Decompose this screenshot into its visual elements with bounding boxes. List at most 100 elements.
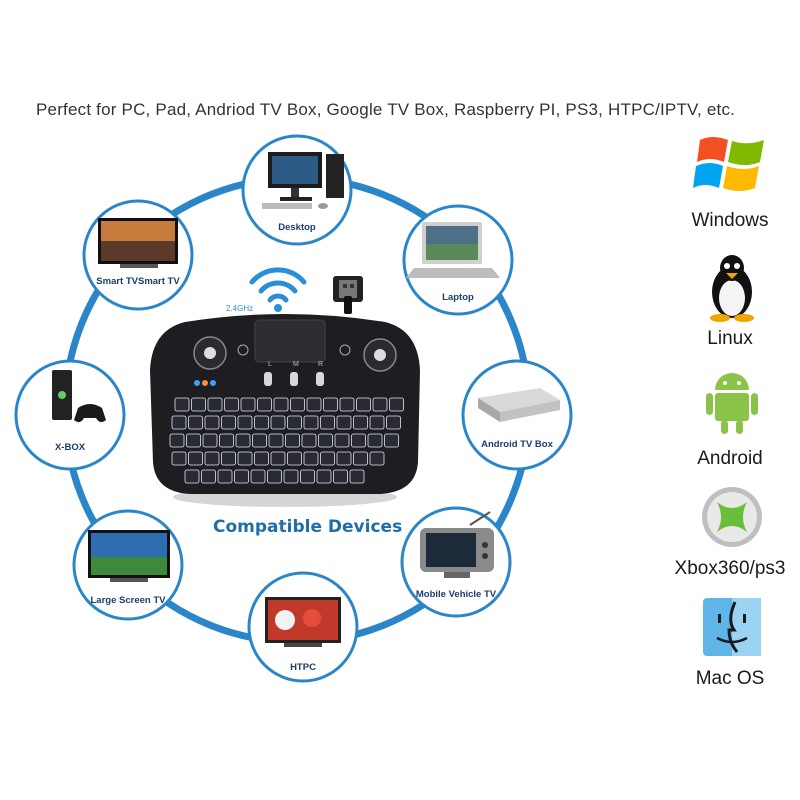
bubble-smart-tv: Smart TVSmart TV xyxy=(82,199,194,311)
os-label-linux: Linux xyxy=(707,328,753,349)
keyboard-key xyxy=(171,451,187,466)
android-robot-icon xyxy=(672,368,792,438)
large-tv-icon xyxy=(88,530,170,582)
keyboard-key xyxy=(336,415,352,430)
os-label-xbox-ps3: Xbox360/ps3 xyxy=(674,558,786,579)
keyboard-key xyxy=(270,451,286,466)
keyboard-key xyxy=(369,415,385,430)
keyboard-key xyxy=(303,415,319,430)
keyboard-key xyxy=(224,397,239,412)
keyboard-key xyxy=(201,469,216,484)
keyboard-key xyxy=(339,397,355,412)
xbox-logo-icon xyxy=(672,484,792,550)
headline-text: Perfect for PC, Pad, Andriod TV Box, Goo… xyxy=(36,100,736,119)
keyboard-key xyxy=(237,415,253,430)
keyboard-key xyxy=(303,451,319,466)
keyboard-key xyxy=(290,397,305,412)
compatible-devices-title: Compatible Devices xyxy=(213,517,402,537)
keyboard-key xyxy=(356,397,371,412)
keyboard-key xyxy=(372,397,388,412)
keyboard-key xyxy=(316,469,332,484)
keyboard-key xyxy=(186,433,201,448)
svg-text:M: M xyxy=(293,361,299,368)
keyboard-key xyxy=(240,397,256,412)
wifi-icon xyxy=(249,267,307,312)
keyboard-key xyxy=(369,451,385,466)
device-label: Desktop xyxy=(278,222,316,233)
usb-dongle-icon xyxy=(333,276,363,314)
keyboard-key xyxy=(285,433,300,448)
device-label: X-BOX xyxy=(55,442,86,453)
keyboard-key xyxy=(301,433,317,448)
keyboard-key xyxy=(237,451,253,466)
keyboard-key xyxy=(188,451,203,466)
keyboard-key xyxy=(221,415,236,430)
tv-box-icon xyxy=(478,388,560,422)
keyboard-key xyxy=(318,433,333,448)
windows-logo-icon xyxy=(672,128,792,198)
keyboard-key xyxy=(386,415,401,430)
svg-text:R: R xyxy=(318,361,323,368)
bubble-large-screen-tv: Large Screen TV xyxy=(72,509,184,621)
keyboard-key xyxy=(334,433,350,448)
keyboard-key xyxy=(174,397,190,412)
laptop-icon xyxy=(406,222,500,278)
mac-os-face-icon xyxy=(672,596,792,660)
device-label: Mobile Vehicle TV xyxy=(416,589,497,600)
portable-tv-icon xyxy=(420,511,494,578)
bubble-xbox: X-BOX xyxy=(14,359,126,471)
keyboard-key xyxy=(300,469,315,484)
keyboard-key xyxy=(283,469,299,484)
keyboard-key xyxy=(349,469,365,484)
keyboard-key xyxy=(169,433,185,448)
keyboard-key xyxy=(389,397,404,412)
keyboard-key xyxy=(273,397,289,412)
keyboard-key xyxy=(270,415,286,430)
frequency-label: 2.4GHz xyxy=(226,304,253,313)
device-label: Smart TVSmart TV xyxy=(96,276,180,287)
keyboard-key xyxy=(250,469,266,484)
bubble-mobile-vehicle-tv: Mobile Vehicle TV xyxy=(400,506,512,618)
tux-penguin-icon xyxy=(672,250,792,322)
keyboard-key xyxy=(217,469,233,484)
keyboard-image: L M R xyxy=(150,314,420,507)
keyboard-key xyxy=(254,451,269,466)
keyboard-key xyxy=(287,415,302,430)
keyboard-key xyxy=(336,451,352,466)
keyboard-key xyxy=(204,415,220,430)
keyboard-key xyxy=(306,397,322,412)
keyboard-key xyxy=(367,433,383,448)
htpc-screen-icon xyxy=(265,597,341,647)
bubble-laptop: Laptop xyxy=(402,204,514,316)
keyboard-key xyxy=(184,469,200,484)
keyboard-key xyxy=(257,397,272,412)
keyboard-key xyxy=(323,397,338,412)
keyboard-key xyxy=(221,451,236,466)
keyboard-key xyxy=(353,415,368,430)
bubble-android-tv-box: Android TV Box xyxy=(461,359,573,471)
bubble-htpc: HTPC xyxy=(247,571,359,683)
os-label-android: Android xyxy=(697,448,763,469)
desktop-pc-icon xyxy=(262,152,344,209)
keyboard-key xyxy=(267,469,282,484)
keyboard-key xyxy=(207,397,223,412)
keyboard-key xyxy=(171,415,187,430)
keyboard-key xyxy=(254,415,269,430)
key-grid xyxy=(169,397,404,484)
keyboard-key xyxy=(235,433,251,448)
xbox-console-icon xyxy=(52,370,106,423)
keyboard-key xyxy=(320,415,335,430)
keyboard-key xyxy=(219,433,234,448)
keyboard-key xyxy=(202,433,218,448)
os-label-windows: Windows xyxy=(691,210,769,231)
device-label: Android TV Box xyxy=(481,439,553,450)
keyboard-key xyxy=(351,433,366,448)
keyboard-key xyxy=(188,415,203,430)
keyboard-key xyxy=(353,451,368,466)
device-label: Large Screen TV xyxy=(91,595,167,606)
keyboard-key xyxy=(252,433,267,448)
smart-tv-icon xyxy=(98,218,178,268)
keyboard-key xyxy=(287,451,302,466)
svg-text:L: L xyxy=(268,361,272,368)
